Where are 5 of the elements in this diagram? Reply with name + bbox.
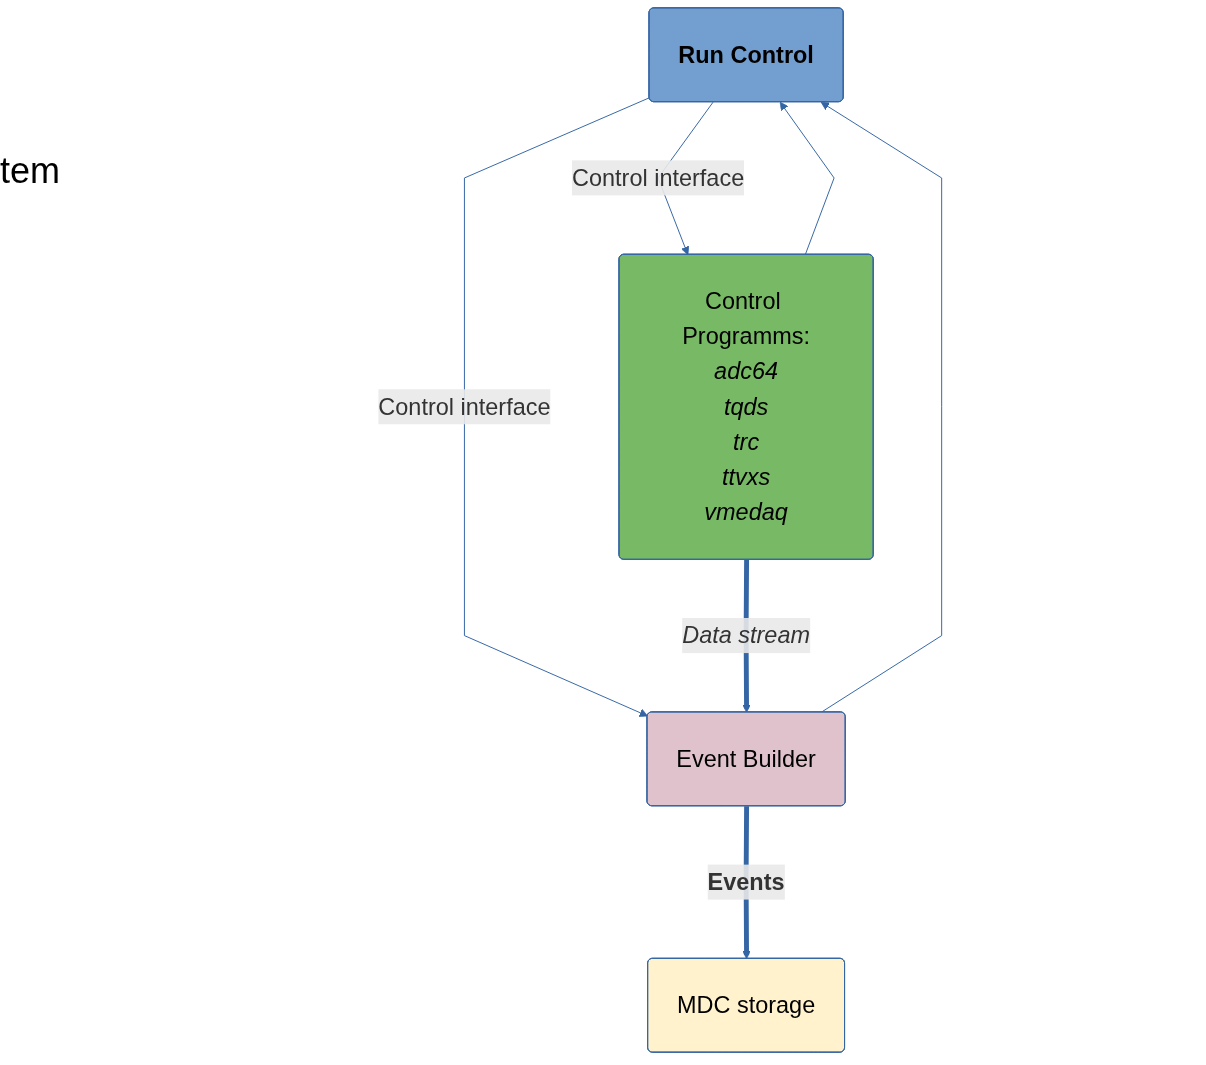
edge-label: Data stream <box>682 621 811 649</box>
edge-label: Events <box>707 868 785 895</box>
edge-label: Control interface <box>378 393 551 420</box>
note-text: tem <box>0 150 60 192</box>
edge-label: Control interface <box>571 164 745 191</box>
